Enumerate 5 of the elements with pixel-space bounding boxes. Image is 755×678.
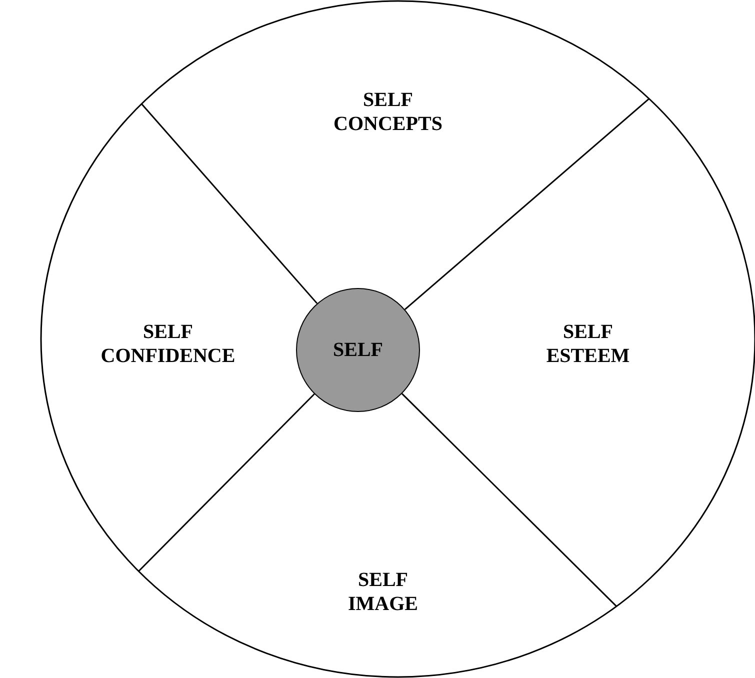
quadrant-label: SELF CONCEPTS: [318, 88, 458, 136]
center-label: SELF: [332, 338, 384, 362]
quadrant-label: SELF ESTEEM: [528, 320, 648, 368]
quadrant-label: SELF CONFIDENCE: [78, 320, 258, 368]
quadrant-label: SELF IMAGE: [323, 568, 443, 616]
